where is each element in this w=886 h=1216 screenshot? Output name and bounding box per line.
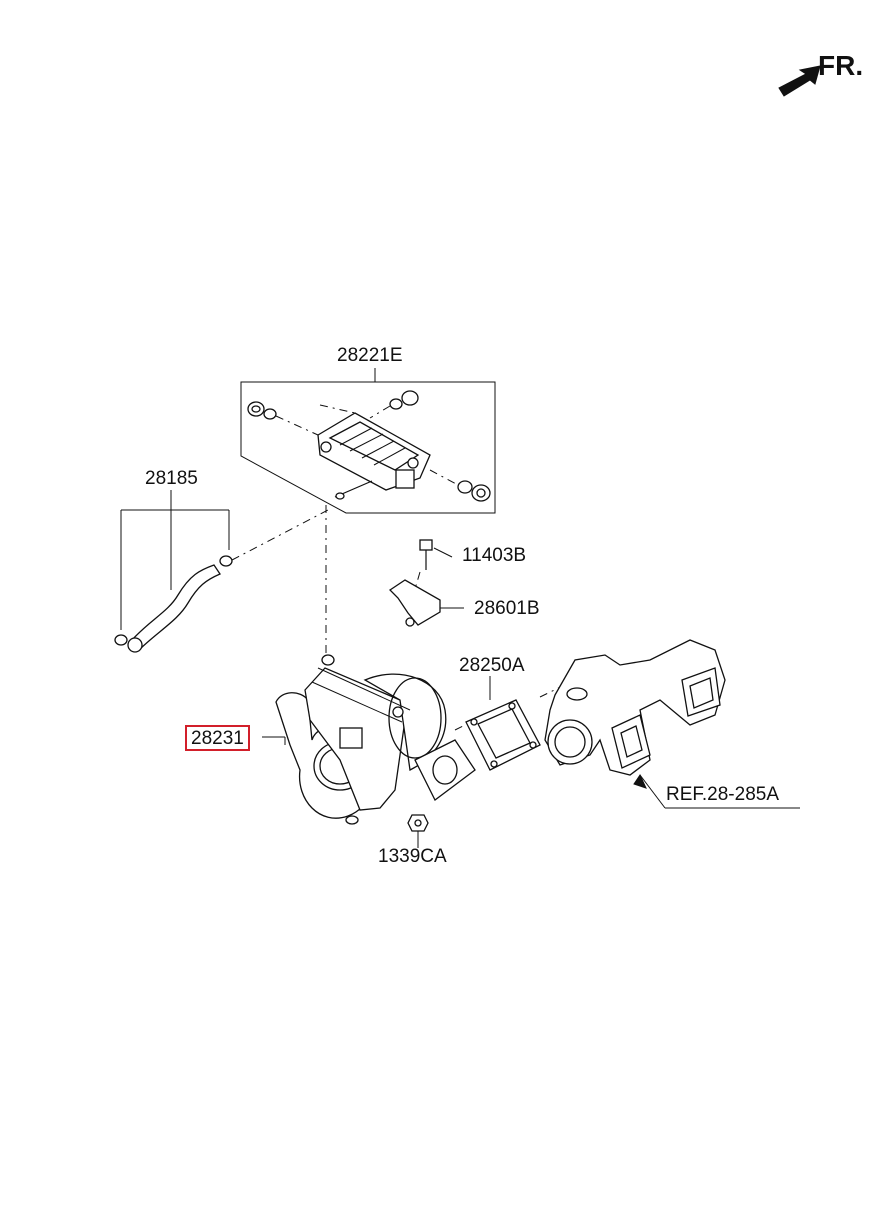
callout-turbocharger[interactable]: 28231: [185, 725, 250, 751]
callout-nut[interactable]: 1339CA: [378, 846, 447, 867]
exhaust-manifold: [544, 639, 800, 809]
callout-exhaust-manifold-ref[interactable]: REF.28-285A: [666, 784, 780, 805]
callout-oil-return-hose[interactable]: 28185: [145, 468, 198, 489]
bracket-group: [388, 579, 464, 627]
oil-return-hose-group: [114, 490, 329, 653]
front-direction-label: FR.: [818, 50, 864, 81]
turbocharger: [262, 654, 476, 825]
callout-gasket[interactable]: 28250A: [459, 655, 525, 676]
gasket-group: [454, 676, 576, 771]
front-direction-arrow-icon: [778, 65, 821, 97]
callout-oil-feed-kit[interactable]: 28221E: [337, 345, 403, 366]
callout-bolt[interactable]: 11403B: [462, 545, 527, 566]
callout-bracket[interactable]: 28601B: [474, 598, 540, 619]
oil-feed-block: [317, 412, 431, 500]
fittings: [247, 390, 491, 502]
nut-group: [407, 814, 429, 848]
oil-feed-kit-group: [240, 368, 496, 514]
bolt-group: [409, 539, 453, 607]
